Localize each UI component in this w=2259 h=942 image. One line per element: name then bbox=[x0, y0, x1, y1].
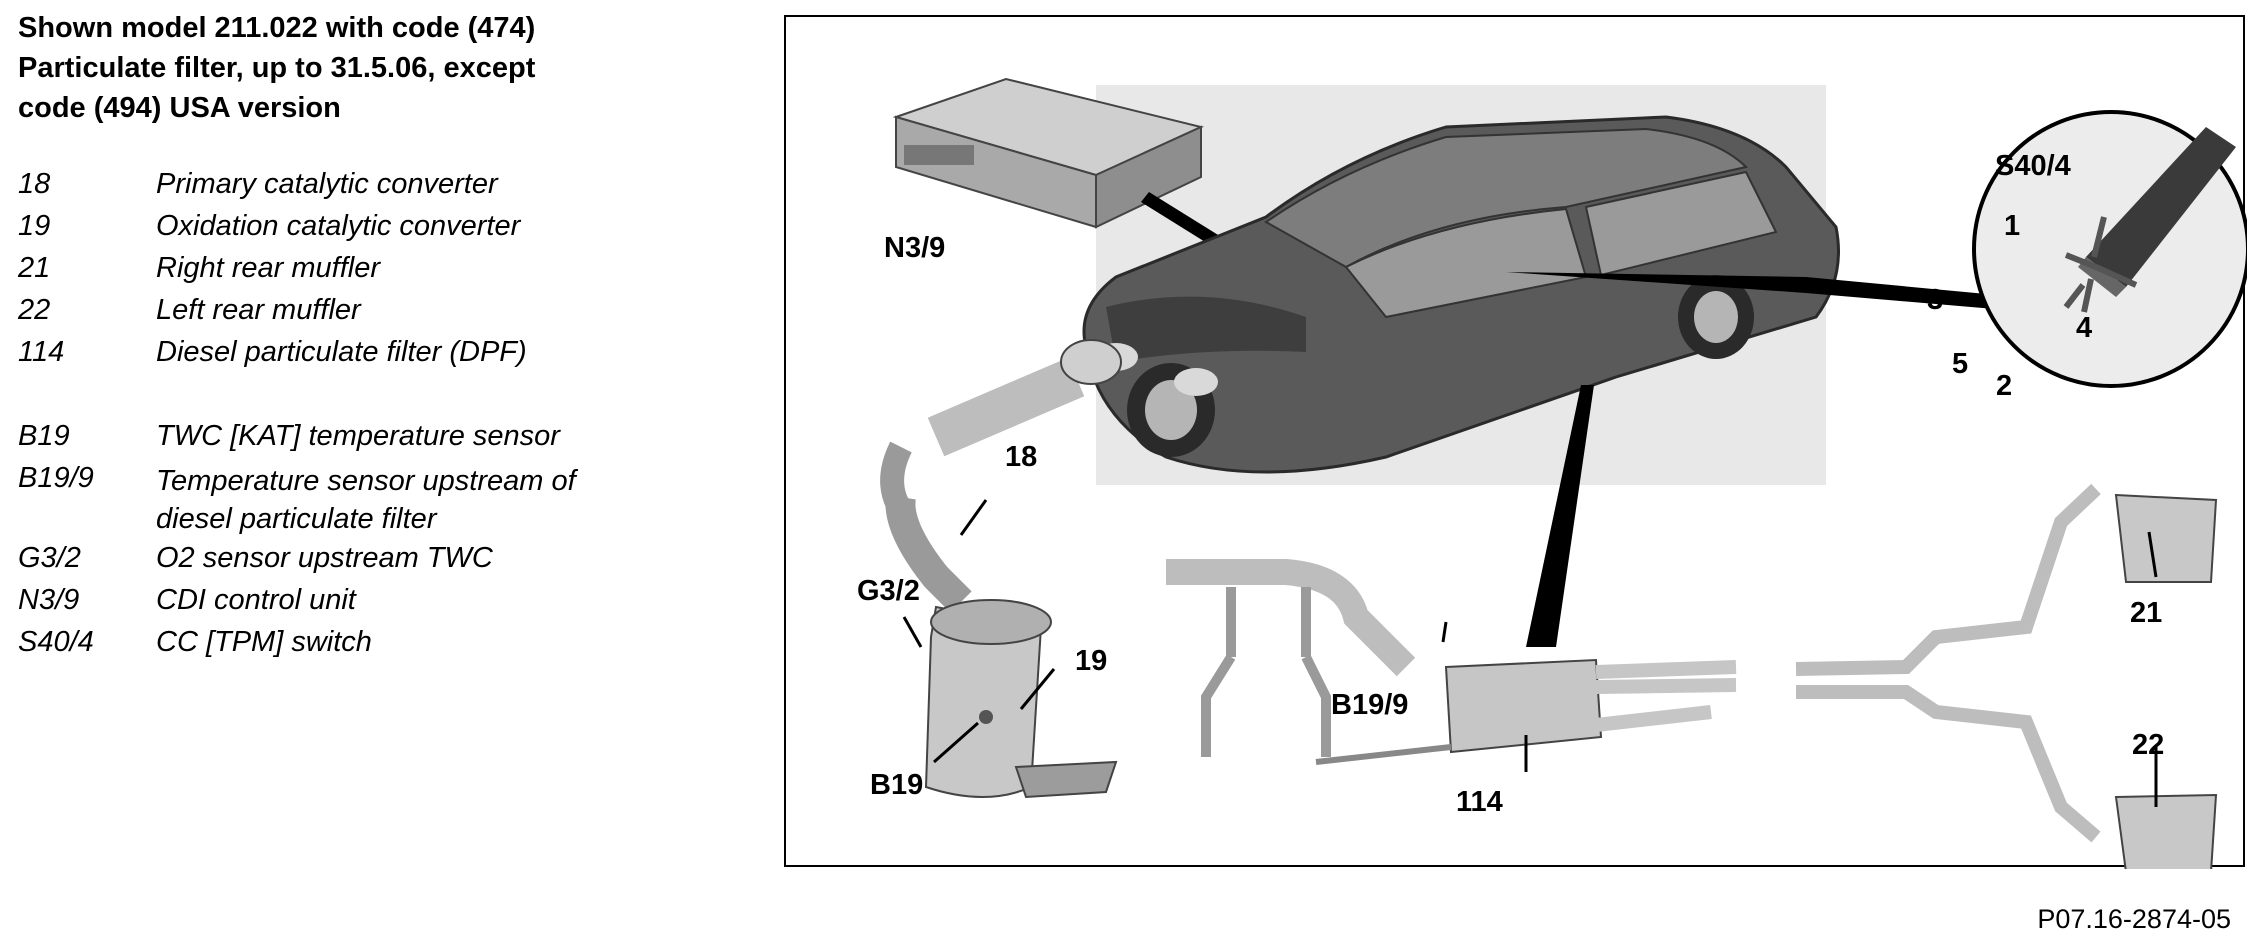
legend-desc: Primary catalytic converter bbox=[156, 168, 498, 200]
oxidation-catalytic-converter-illustration bbox=[924, 599, 1118, 799]
legend-code: 22 bbox=[18, 294, 51, 326]
rear-muffler-illustration bbox=[1795, 483, 2218, 869]
label-18: 18 bbox=[1005, 441, 1037, 473]
leader-b19-9 bbox=[1441, 621, 1448, 643]
legend-code: G3/2 bbox=[18, 542, 81, 574]
legend-code: B19/9 bbox=[18, 462, 94, 494]
leader-18 bbox=[959, 499, 988, 536]
leader-114 bbox=[1526, 385, 1594, 647]
diesel-particulate-filter-illustration bbox=[1166, 559, 1737, 765]
legend-code: B19 bbox=[18, 420, 70, 452]
legend-desc-line: Temperature sensor upstream of bbox=[156, 465, 576, 497]
label-lever-5: 5 bbox=[1952, 348, 1968, 380]
car-illustration bbox=[1082, 115, 1840, 474]
legend-code: N3/9 bbox=[18, 584, 80, 616]
legend-desc: Right rear muffler bbox=[156, 252, 381, 284]
cdi-control-unit-illustration bbox=[892, 77, 1205, 229]
leader-g3-2 bbox=[902, 616, 923, 648]
leader-b19 bbox=[933, 721, 979, 764]
figure-code: P07.16-2874-05 bbox=[2037, 904, 2231, 934]
legend-desc-line: diesel particulate filter bbox=[156, 503, 437, 535]
legend-code: 19 bbox=[18, 210, 51, 242]
label-s40-4: S40/4 bbox=[1995, 150, 2071, 182]
leader-21 bbox=[2147, 531, 2158, 578]
legend-code: 18 bbox=[18, 168, 51, 200]
legend-desc: Oxidation catalytic converter bbox=[156, 210, 521, 242]
label-21: 21 bbox=[2130, 597, 2162, 629]
diagram-title: Shown model 211.022 with code (474) Part… bbox=[18, 8, 535, 128]
legend-code: S40/4 bbox=[18, 626, 94, 658]
legend-desc: Left rear muffler bbox=[156, 294, 361, 326]
label-n3-9: N3/9 bbox=[884, 232, 945, 264]
legend-desc: TWC [KAT] temperature sensor bbox=[156, 420, 560, 452]
illustration-frame: N3/9 S40/4 1 3 4 5 2 18 G3/2 19 B19 B19/… bbox=[784, 15, 2247, 869]
title-line-2: Particulate filter, up to 31.5.06, excep… bbox=[18, 52, 536, 84]
label-22: 22 bbox=[2132, 729, 2164, 761]
label-19: 19 bbox=[1075, 645, 1107, 677]
title-line-3: code (494) USA version bbox=[18, 92, 341, 124]
legend-desc: O2 sensor upstream TWC bbox=[156, 542, 493, 574]
legend-code: 21 bbox=[18, 252, 51, 284]
legend-desc: CDI control unit bbox=[156, 584, 356, 616]
legend-code: 114 bbox=[18, 336, 65, 368]
label-114: 114 bbox=[1456, 786, 1503, 818]
leader-19 bbox=[1019, 668, 1056, 710]
label-b19-9: B19/9 bbox=[1331, 689, 1408, 721]
label-g3-2: G3/2 bbox=[857, 575, 920, 607]
legend-desc: CC [TPM] switch bbox=[156, 626, 372, 658]
label-lever-4: 4 bbox=[2076, 312, 2092, 344]
legend-desc: Temperature sensor upstream of diesel pa… bbox=[156, 462, 576, 538]
leader-s40-4 bbox=[1506, 272, 2018, 311]
primary-catalytic-converter-illustration bbox=[880, 339, 1122, 613]
title-line-1: Shown model 211.022 with code (474) bbox=[18, 12, 536, 44]
exhaust-system-illustration: N3/9 S40/4 1 3 4 5 2 18 G3/2 19 B19 B19/… bbox=[857, 77, 2247, 869]
s40-4-switch-detail bbox=[1972, 110, 2247, 388]
label-lever-3: 3 bbox=[1927, 284, 1943, 316]
label-lever-2: 2 bbox=[1996, 370, 2012, 402]
legend-desc: Diesel particulate filter (DPF) bbox=[156, 336, 527, 368]
label-lever-1: 1 bbox=[2004, 210, 2020, 242]
label-b19: B19 bbox=[870, 769, 923, 801]
